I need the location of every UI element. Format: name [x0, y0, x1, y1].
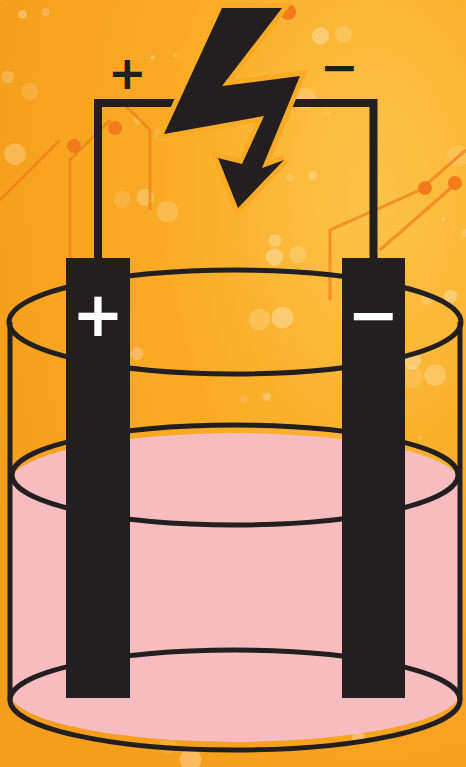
- bokeh-dot: [4, 143, 26, 165]
- beaker-wall: [8, 322, 13, 700]
- bokeh-dot: [21, 83, 38, 100]
- bokeh-dot: [151, 56, 155, 60]
- bokeh-dot: [289, 246, 306, 263]
- bokeh-dot: [41, 8, 49, 16]
- bokeh-dot: [0, 0, 2, 2]
- bokeh-dot: [326, 111, 330, 115]
- bokeh-dot: [269, 234, 282, 247]
- bokeh-dot: [441, 217, 445, 221]
- electrode: −: [342, 258, 405, 698]
- terminal-sign: +: [108, 50, 147, 96]
- bokeh-dot: [18, 10, 26, 18]
- bokeh-dot: [418, 436, 422, 440]
- bokeh-dot: [1, 71, 14, 84]
- bokeh-dot: [266, 248, 283, 265]
- bokeh-dot: [263, 393, 271, 401]
- polarity-sign: −: [342, 284, 405, 346]
- bokeh-dot: [131, 347, 144, 360]
- bokeh-dot: [461, 229, 466, 237]
- beaker-wall: [458, 322, 463, 700]
- bokeh-dot: [174, 54, 178, 58]
- bokeh-dot: [309, 172, 317, 180]
- lightning-bolt: [164, 8, 300, 208]
- bokeh-dot: [272, 307, 294, 329]
- bokeh-dot: [157, 201, 179, 223]
- bokeh-dot: [113, 191, 130, 208]
- electrode: +: [66, 258, 130, 698]
- bokeh-dot: [286, 174, 294, 182]
- polarity-sign: +: [66, 284, 130, 346]
- terminal-sign: −: [320, 44, 359, 90]
- bokeh-dot: [312, 27, 329, 44]
- bokeh-dot: [335, 25, 352, 42]
- bokeh-dot: [240, 395, 248, 403]
- bokeh-dot: [249, 309, 271, 331]
- bokeh-dot: [424, 364, 446, 386]
